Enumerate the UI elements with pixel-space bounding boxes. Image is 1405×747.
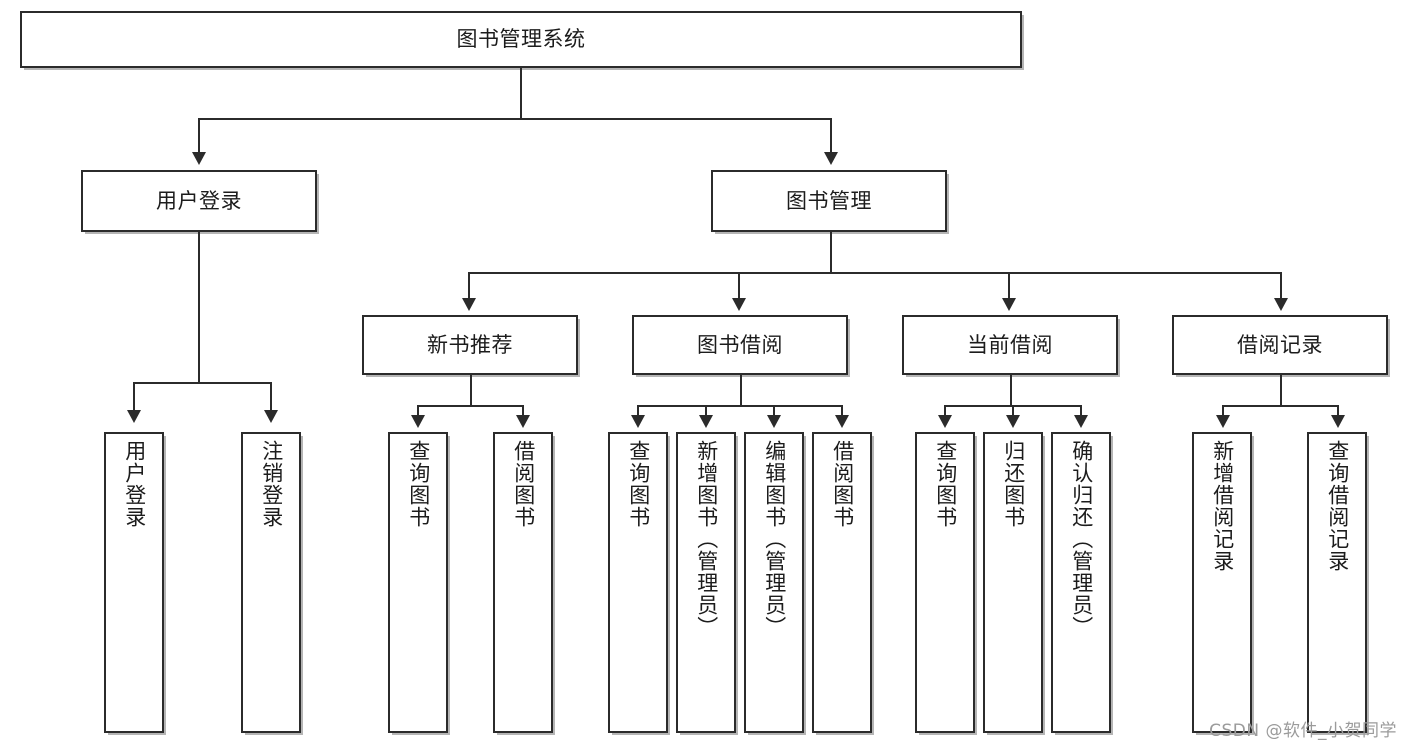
arrowhead-leaf-return-book [1006,415,1020,428]
leaf-add-record[interactable]: 新增借阅记录 [1192,432,1252,733]
edge-current-borrow-drop-2 [1012,405,1014,417]
leaf-query-book-3[interactable]: 查询图书 [915,432,975,733]
edge-current-borrow-stem [1010,375,1012,405]
edge-root-to-user-login [198,118,200,154]
arrowhead-leaf-add-book [699,415,713,428]
edge-book-manage-bus [468,272,1280,274]
node-borrow-record[interactable]: 借阅记录 [1172,315,1388,375]
edge-book-borrow-drop-2 [705,405,707,417]
arrowhead-leaf-query-book-2 [631,415,645,428]
node-book-manage[interactable]: 图书管理 [711,170,947,232]
leaf-query-book-3-label: 查询图书 [933,440,958,528]
leaf-add-book[interactable]: 新增图书（管理员） [676,432,736,733]
leaf-user-logout[interactable]: 注销登录 [241,432,301,733]
arrowhead-book-borrow [732,298,746,311]
leaf-query-book-1[interactable]: 查询图书 [388,432,448,733]
leaf-user-login[interactable]: 用户登录 [104,432,164,733]
edge-borrow-record-drop-1 [1222,405,1224,417]
arrowhead-leaf-add-record [1216,415,1230,428]
arrowhead-leaf-user-logout [264,410,278,423]
leaf-query-book-1-label: 查询图书 [406,440,431,528]
edge-root-stem [520,68,522,118]
edge-book-manage-drop-3 [1008,272,1010,300]
leaf-confirm-return[interactable]: 确认归还（管理员） [1051,432,1111,733]
edge-book-manage-drop-2 [738,272,740,300]
node-root-label: 图书管理系统 [456,27,586,52]
leaf-confirm-return-label: 确认归还（管理员） [1069,440,1094,638]
node-new-book-recommend[interactable]: 新书推荐 [362,315,578,375]
node-user-login-label: 用户登录 [156,188,242,213]
edge-book-borrow-bus [637,405,843,407]
node-book-borrow[interactable]: 图书借阅 [632,315,848,375]
node-book-borrow-label: 图书借阅 [697,332,783,357]
edge-user-login-drop-2 [270,382,272,412]
edge-borrow-record-drop-2 [1337,405,1339,417]
edge-new-book-recommend-bus [417,405,524,407]
node-root[interactable]: 图书管理系统 [20,11,1022,68]
edge-current-borrow-drop-1 [944,405,946,417]
edge-current-borrow-drop-3 [1080,405,1082,417]
edge-user-login-drop-1 [133,382,135,412]
arrowhead-leaf-query-record [1331,415,1345,428]
arrowhead-leaf-query-book-3 [938,415,952,428]
arrowhead-new-book-recommend [462,298,476,311]
leaf-query-record-label: 查询借阅记录 [1325,440,1350,572]
edge-book-manage-drop-4 [1280,272,1282,300]
edge-root-to-book-manage [830,118,832,154]
node-current-borrow-label: 当前借阅 [967,332,1053,357]
edge-book-manage-drop-1 [468,272,470,300]
leaf-edit-book-label: 编辑图书（管理员） [762,440,787,638]
edge-borrow-record-bus [1222,405,1339,407]
edge-user-login-stem [198,232,200,382]
leaf-return-book-label: 归还图书 [1001,440,1026,528]
leaf-borrow-book-2-label: 借阅图书 [830,440,855,528]
arrowhead-current-borrow [1002,298,1016,311]
arrowhead-borrow-record [1274,298,1288,311]
leaf-borrow-book-1[interactable]: 借阅图书 [493,432,553,733]
edge-book-borrow-drop-4 [841,405,843,417]
arrowhead-leaf-borrow-book-2 [835,415,849,428]
leaf-user-logout-label: 注销登录 [259,440,284,528]
leaf-add-record-label: 新增借阅记录 [1210,440,1235,572]
node-current-borrow[interactable]: 当前借阅 [902,315,1118,375]
arrowhead-leaf-edit-book [767,415,781,428]
leaf-borrow-book-1-label: 借阅图书 [511,440,536,528]
edge-book-borrow-stem [740,375,742,405]
arrowhead-leaf-borrow-book-1 [516,415,530,428]
leaf-query-book-2-label: 查询图书 [626,440,651,528]
node-new-book-recommend-label: 新书推荐 [427,332,513,357]
edge-book-borrow-drop-1 [637,405,639,417]
arrowhead-leaf-confirm-return [1074,415,1088,428]
leaf-edit-book[interactable]: 编辑图书（管理员） [744,432,804,733]
leaf-return-book[interactable]: 归还图书 [983,432,1043,733]
arrowhead-book-manage [824,152,838,165]
leaf-query-record[interactable]: 查询借阅记录 [1307,432,1367,733]
edge-new-book-recommend-stem [470,375,472,405]
arrowhead-user-login [192,152,206,165]
edge-new-book-recommend-drop-1 [417,405,419,417]
node-book-manage-label: 图书管理 [786,188,872,213]
edge-root-bus [198,118,832,120]
leaf-user-login-label: 用户登录 [122,440,147,528]
node-borrow-record-label: 借阅记录 [1237,332,1323,357]
arrowhead-leaf-user-login [127,410,141,423]
edge-book-borrow-drop-3 [773,405,775,417]
leaf-query-book-2[interactable]: 查询图书 [608,432,668,733]
node-user-login[interactable]: 用户登录 [81,170,317,232]
edge-borrow-record-stem [1280,375,1282,405]
arrowhead-leaf-query-book-1 [411,415,425,428]
edge-new-book-recommend-drop-2 [522,405,524,417]
leaf-borrow-book-2[interactable]: 借阅图书 [812,432,872,733]
edge-user-login-bus [133,382,271,384]
edge-book-manage-stem [830,232,832,272]
leaf-add-book-label: 新增图书（管理员） [694,440,719,638]
